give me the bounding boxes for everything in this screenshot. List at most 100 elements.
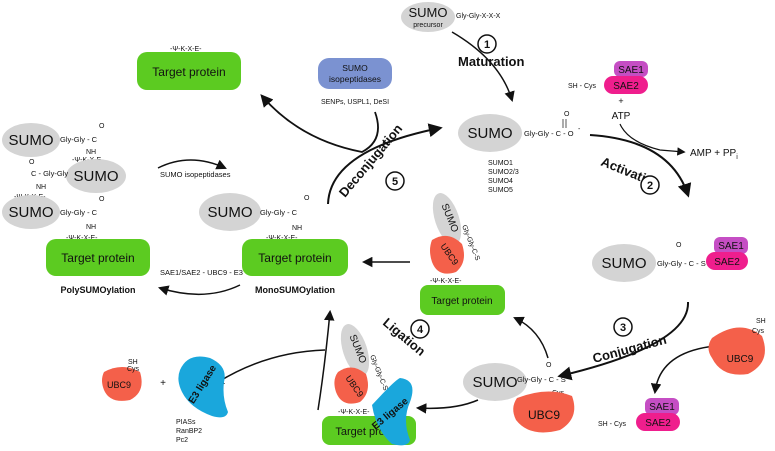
atp-branch-arrow	[619, 123, 686, 156]
step-5-number: 5	[392, 176, 398, 188]
ppi-subscript: i	[736, 154, 738, 161]
sumo-shape	[432, 193, 462, 245]
step-1-circle	[477, 34, 497, 54]
poly-oxygen-bottom: O	[99, 196, 105, 203]
target-protein-label: Target protein	[431, 296, 492, 307]
atp-label: ATP	[612, 111, 631, 122]
psi-kxe-motif: -Ψ-K-X-E-	[170, 46, 202, 53]
step-2: Activation 2	[599, 154, 663, 195]
ubc9-shape	[708, 327, 765, 375]
deconjugation-arrow	[327, 123, 443, 205]
free-sumo-charge: -	[578, 126, 581, 133]
sae2-shape	[636, 413, 680, 431]
poly-chem-mid: C - Gly-Gly	[31, 169, 68, 178]
sumo-shape	[463, 363, 527, 401]
sumo-sae-thioester: SUMO Gly-Gly - C - S - Cys O SAE1 SAE2	[592, 237, 748, 282]
sumo-label: SUMO	[468, 125, 513, 142]
sumo-label: SUMO	[9, 132, 54, 149]
e3-ligase-shape	[178, 356, 228, 418]
sumo-precursor-shape	[401, 2, 455, 32]
poly-chem-top: Gly-Gly - C	[60, 135, 98, 144]
isopeptidase-label-line: isopeptidases	[329, 74, 381, 84]
cys-label: Cys	[127, 366, 140, 373]
sumo-shape	[2, 195, 60, 229]
free-sumo: SUMO Gly-Gly - C - O - O SUMO1 SUMO2/3 S…	[458, 111, 581, 194]
free-sumo-oxygen: O	[564, 111, 570, 118]
paralog-sumo1: SUMO1	[488, 160, 513, 167]
plus-sign: +	[618, 96, 623, 106]
sumo-label: SUMO	[409, 5, 448, 20]
target-protein-shape	[420, 285, 505, 315]
step-2-circle	[640, 175, 660, 195]
e3-example-pias: PIASs	[176, 419, 196, 426]
sh-label: SH	[756, 318, 766, 325]
mono-oxygen: O	[304, 195, 310, 202]
step-2-number: 2	[647, 180, 653, 192]
sumo-label: SUMO	[473, 374, 518, 391]
poly-nh-mid: NH	[36, 184, 46, 191]
step-1: 1 Maturation	[458, 34, 525, 69]
mono-chem: Gly-Gly - C	[260, 208, 298, 217]
ubc9-label: UBC9	[107, 380, 131, 390]
sumo-shape	[2, 123, 60, 157]
sumo-isopeptidases-label: SUMO isopeptidases	[160, 170, 231, 179]
sumo-label: SUMO	[74, 168, 119, 185]
sumo-label: SUMO	[208, 204, 253, 221]
polysumoylation-arrow	[157, 284, 241, 296]
sae2-shape	[706, 252, 748, 270]
ligation-complex-direct: SUMO Gly-Gly-C-S UBC9 -Ψ-K-X-E- Target p…	[420, 193, 505, 315]
ligation-arrow	[317, 309, 335, 411]
tilted-chem: Gly-Gly-C-S	[368, 354, 389, 392]
release-arrow	[213, 349, 326, 386]
step-1-label: Maturation	[458, 54, 525, 69]
sh-cys-label: SH - Cys	[568, 83, 597, 90]
e3-example-ranbp2: RanBP2	[176, 428, 202, 435]
sae-complex-released: SAE1 SAE2 SH - Cys	[598, 398, 680, 431]
sumo-precursor: SUMO precursor Gly-Gly-X-X-X	[401, 2, 501, 32]
mono-nh: NH	[292, 225, 302, 232]
precursor-label: precursor	[413, 22, 443, 29]
poly-enzymes-label: SAE1/SAE2 - UBC9 - E3	[160, 268, 243, 277]
sae2-shape	[604, 76, 648, 94]
sumo-label: SUMO	[602, 255, 647, 272]
step-4-number: 4	[417, 324, 424, 336]
ubc9-entry-arrow	[650, 345, 716, 395]
sae2-label: SAE2	[714, 257, 740, 268]
sumo-shape	[66, 159, 126, 193]
release-target-arrow	[260, 94, 379, 153]
sumo-ubc9-thioester: SUMO Gly-Gly - C - S O Cys UBC9	[463, 362, 575, 433]
sumo-isopeptidases: SUMO isopeptidases SENPs, USPL1, DeSI	[318, 58, 392, 106]
sae1-label: SAE1	[649, 402, 675, 413]
sae-thioester-oxygen: O	[676, 242, 682, 249]
paralog-sumo2-3: SUMO2/3	[488, 169, 519, 176]
activation-arrow	[589, 134, 692, 198]
ubc9-thioester-chem: Gly-Gly - C - S	[517, 375, 566, 384]
sh-label: SH	[128, 359, 138, 366]
step-3-circle	[613, 317, 633, 337]
maturation-arrow	[451, 31, 515, 103]
psi-kxe-motif: -Ψ-K-X-E-	[430, 278, 462, 285]
sumo-shape	[458, 114, 522, 152]
e3-example-pc2: Pc2	[176, 437, 188, 444]
sumo-label: SUMO	[9, 204, 54, 221]
step-5-circle	[385, 171, 405, 191]
step-3-number: 3	[620, 322, 626, 334]
ubc9-label: UBC9	[528, 408, 560, 422]
sae1-label: SAE1	[618, 65, 644, 76]
target-protein-shape	[137, 52, 241, 90]
to-ligation-arrow	[513, 316, 549, 359]
poly-chem-bottom: Gly-Gly - C	[60, 208, 98, 217]
sae1-shape	[714, 237, 748, 254]
free-target-protein: Target protein -Ψ-K-X-E-	[137, 46, 241, 90]
step-3-label: Conjugation	[591, 332, 668, 366]
poly-nh-bottom: NH	[86, 224, 96, 231]
target-protein-shape	[242, 239, 348, 276]
amp-ppi-label: AMP + PPi	[690, 148, 738, 161]
step-4-circle	[410, 319, 430, 339]
isopeptidase-label-line: SUMO	[342, 63, 368, 73]
ubc9-shape	[334, 367, 368, 404]
step-1-number: 1	[484, 39, 490, 51]
ligation-complex-e3: SUMO Gly-Gly-C-S UBC9 Target protein -Ψ-…	[322, 324, 416, 446]
ubc9-shape	[513, 391, 575, 433]
sae-thioester-chem: Gly-Gly - C - S - Cys	[657, 259, 726, 268]
